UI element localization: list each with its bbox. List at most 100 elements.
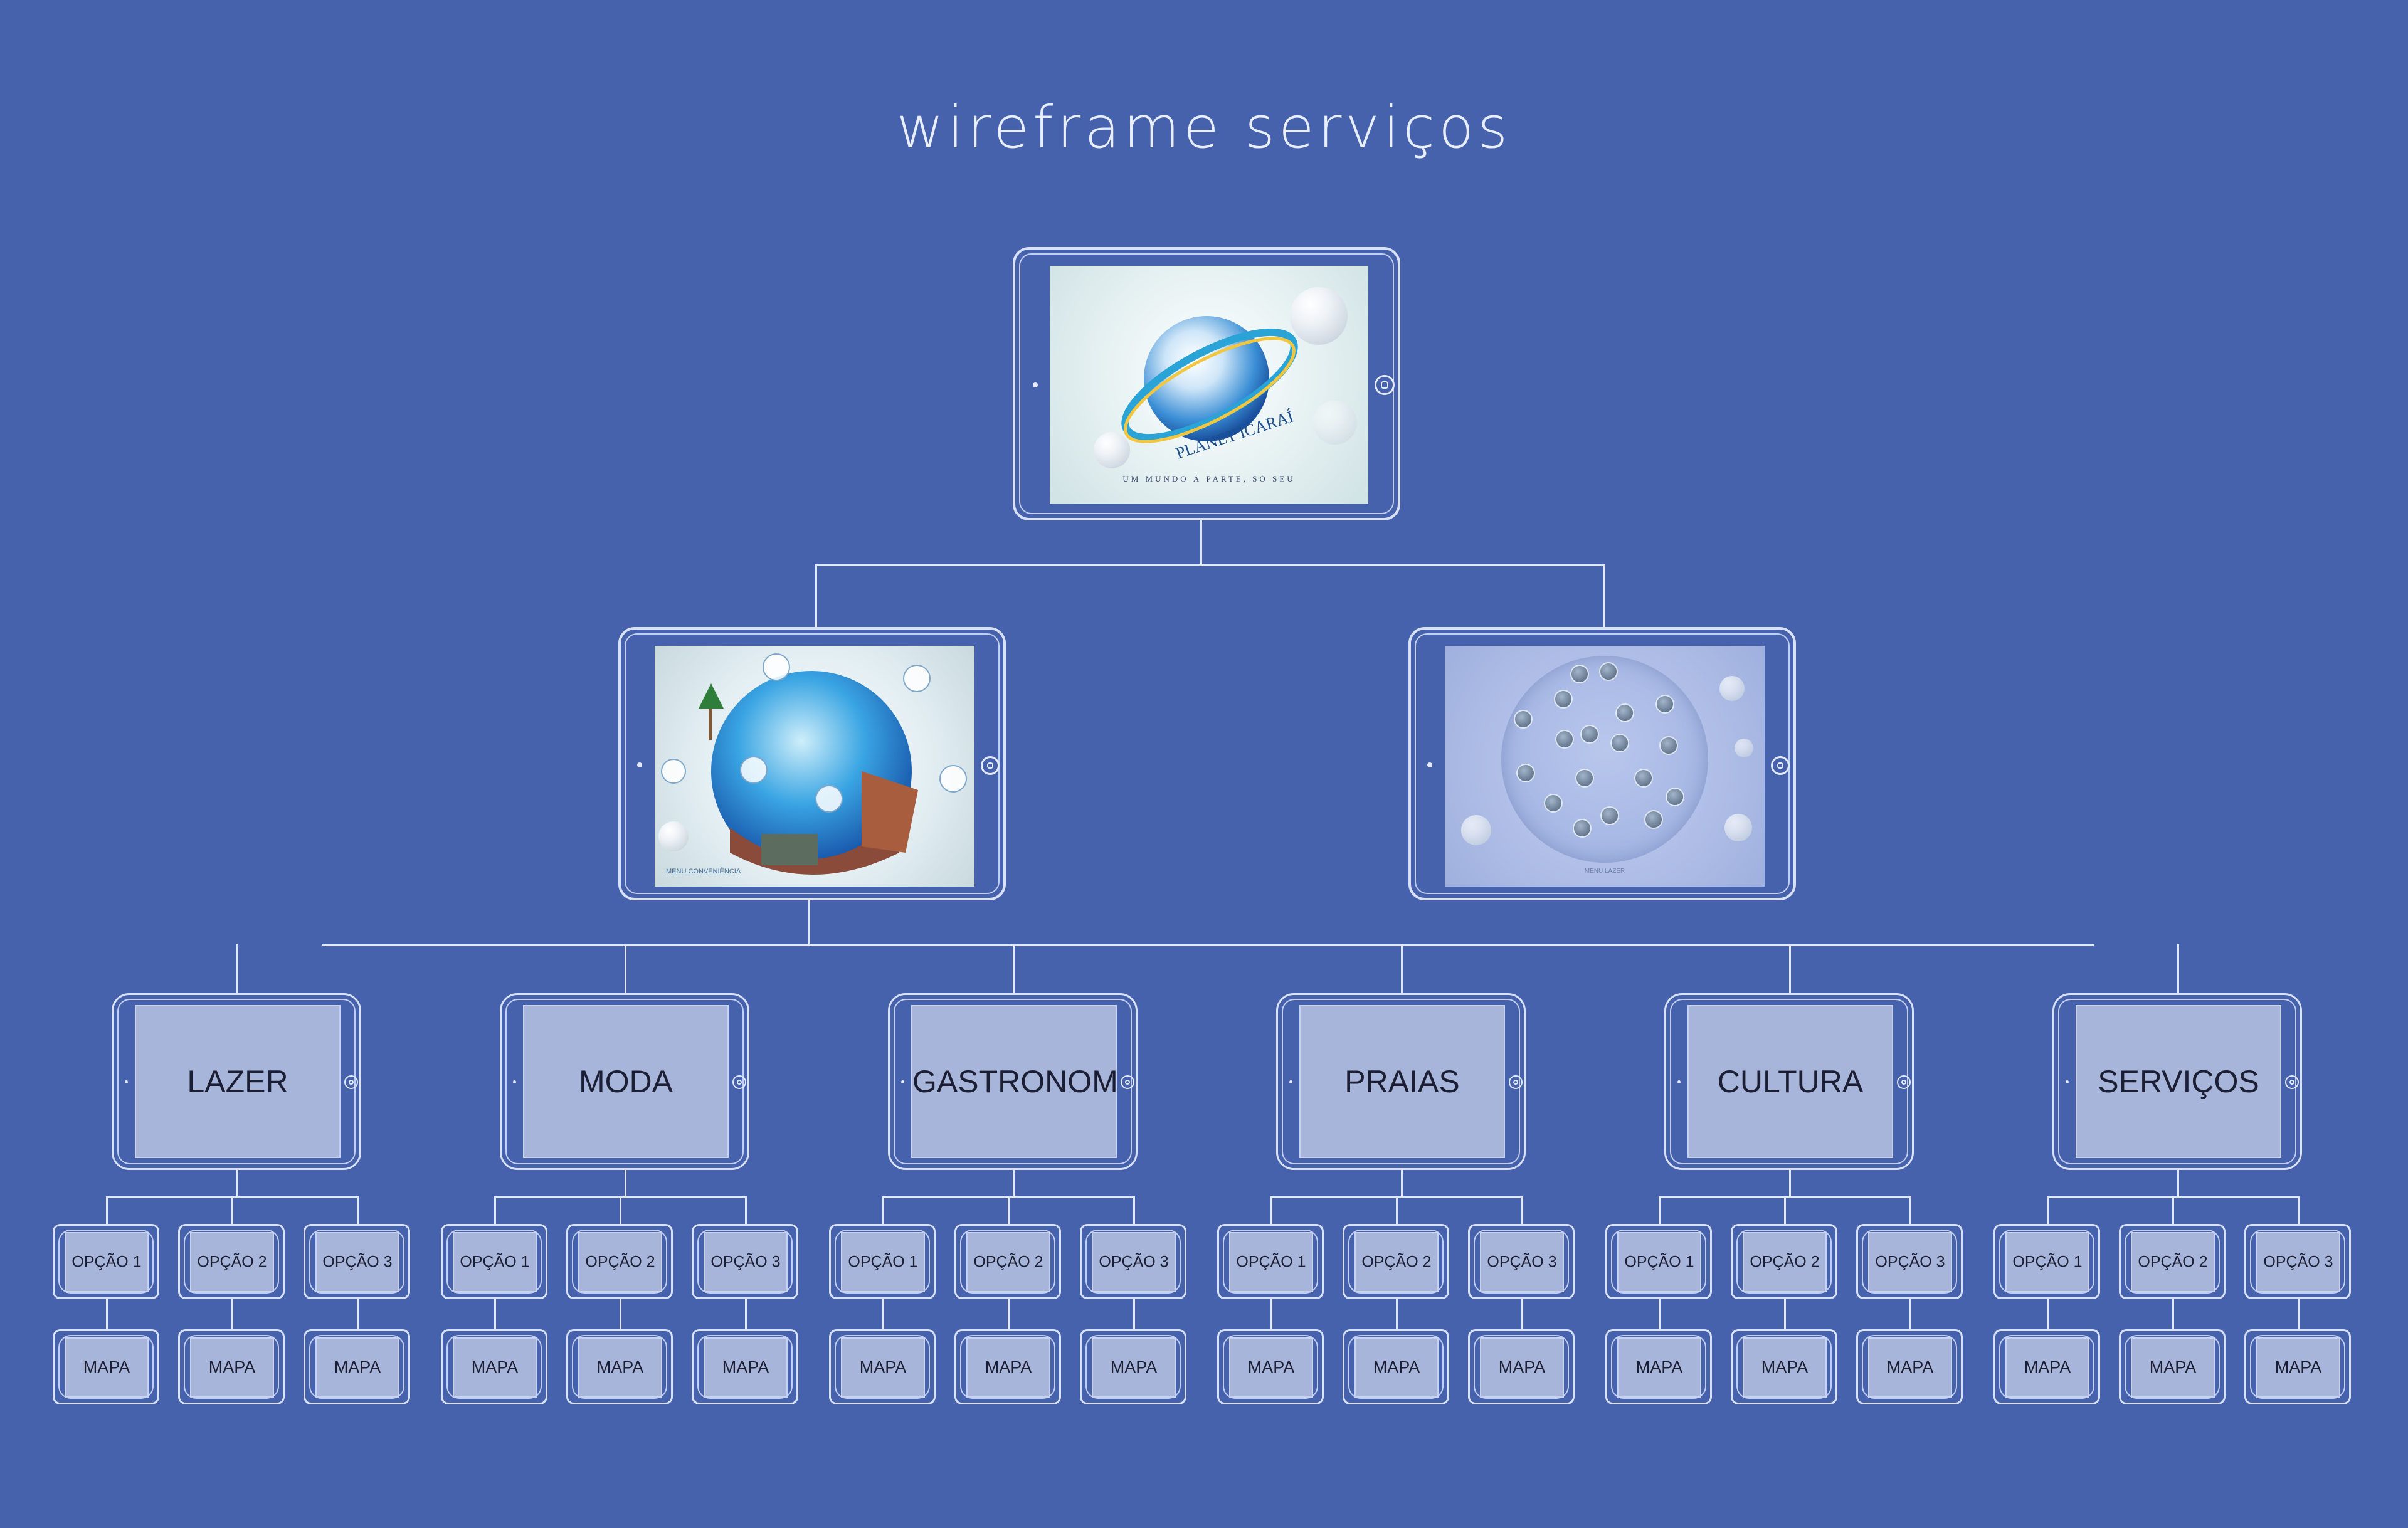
menu-conveniencia-tablet[interactable]: MENU CONVENIÊNCIA xyxy=(618,627,1006,900)
map-tablet[interactable]: MAPA xyxy=(1856,1329,1963,1404)
location-pin-icon[interactable] xyxy=(1659,736,1678,755)
connector-line xyxy=(236,1170,238,1198)
category-tablet-cultura[interactable]: CULTURA xyxy=(1664,993,1914,1170)
menu-lazer-tablet[interactable]: MENU LAZER xyxy=(1408,627,1796,900)
location-pin-icon[interactable] xyxy=(1600,806,1619,825)
location-pin-icon[interactable] xyxy=(1544,794,1563,813)
location-pin-icon[interactable] xyxy=(1599,662,1618,681)
home-button-icon[interactable] xyxy=(344,1075,358,1089)
menu-bubble-icon[interactable] xyxy=(740,756,768,784)
map-tablet[interactable]: MAPA xyxy=(1343,1329,1449,1404)
option-label: OPÇÃO 2 xyxy=(973,1253,1043,1271)
option-tablet[interactable]: OPÇÃO 1 xyxy=(1605,1224,1712,1299)
option-tablet[interactable]: OPÇÃO 3 xyxy=(2244,1224,2351,1299)
map-tablet[interactable]: MAPA xyxy=(53,1329,159,1404)
location-pin-icon[interactable] xyxy=(1580,725,1599,744)
category-screen: CULTURA xyxy=(1687,1005,1893,1158)
location-pin-icon[interactable] xyxy=(1666,788,1684,806)
home-button-icon[interactable] xyxy=(1897,1075,1911,1089)
location-pin-icon[interactable] xyxy=(1610,734,1629,752)
home-button-icon[interactable] xyxy=(732,1075,746,1089)
menu-bubble-icon[interactable] xyxy=(763,653,790,681)
map-tablet[interactable]: MAPA xyxy=(1605,1329,1712,1404)
option-tablet[interactable]: OPÇÃO 2 xyxy=(954,1224,1061,1299)
location-pin-icon[interactable] xyxy=(1514,710,1533,729)
connector-line xyxy=(1396,1196,1398,1225)
category-tablet-moda[interactable]: MODA xyxy=(500,993,749,1170)
option-tablet[interactable]: OPÇÃO 1 xyxy=(1217,1224,1324,1299)
option-tablet[interactable]: OPÇÃO 2 xyxy=(2119,1224,2226,1299)
map-label: MAPA xyxy=(1886,1357,1934,1377)
location-pin-icon[interactable] xyxy=(1570,665,1589,683)
option-tablet[interactable]: OPÇÃO 3 xyxy=(1080,1224,1186,1299)
home-button-icon[interactable] xyxy=(1375,375,1395,395)
option-screen: OPÇÃO 3 xyxy=(704,1232,788,1292)
option-tablet[interactable]: OPÇÃO 3 xyxy=(692,1224,798,1299)
location-pin-icon[interactable] xyxy=(1615,703,1634,722)
menu-bubble-icon[interactable] xyxy=(815,785,843,813)
option-label: OPÇÃO 1 xyxy=(1624,1253,1694,1271)
map-screen: MAPA xyxy=(453,1337,537,1398)
map-tablet[interactable]: MAPA xyxy=(2244,1329,2351,1404)
location-pin-icon[interactable] xyxy=(1644,810,1663,829)
location-pin-icon[interactable] xyxy=(1555,730,1574,749)
option-screen: OPÇÃO 3 xyxy=(2256,1232,2340,1292)
map-tablet[interactable]: MAPA xyxy=(1468,1329,1575,1404)
map-tablet[interactable]: MAPA xyxy=(2119,1329,2226,1404)
option-tablet[interactable]: OPÇÃO 3 xyxy=(304,1224,410,1299)
menu-bubble-icon[interactable] xyxy=(939,765,967,793)
connector-line xyxy=(494,1196,496,1225)
map-tablet[interactable]: MAPA xyxy=(441,1329,547,1404)
camera-icon xyxy=(2066,1080,2069,1083)
category-label: LAZER xyxy=(187,1064,288,1099)
map-tablet[interactable]: MAPA xyxy=(1217,1329,1324,1404)
option-tablet[interactable]: OPÇÃO 3 xyxy=(1856,1224,1963,1299)
category-tablet-praias[interactable]: PRAIAS xyxy=(1276,993,1526,1170)
option-tablet[interactable]: OPÇÃO 1 xyxy=(1993,1224,2100,1299)
bubble-decoration xyxy=(1094,432,1130,468)
root-tablet[interactable]: PLANET ICARAÍ UM MUNDO À PARTE, SÓ SEU xyxy=(1013,247,1400,520)
option-tablet[interactable]: OPÇÃO 1 xyxy=(53,1224,159,1299)
map-tablet[interactable]: MAPA xyxy=(954,1329,1061,1404)
category-tablet-serviços[interactable]: SERVIÇOS xyxy=(2052,993,2302,1170)
category-tablet-gastronomia[interactable]: GASTRONOMIA xyxy=(888,993,1138,1170)
map-tablet[interactable]: MAPA xyxy=(304,1329,410,1404)
map-label: MAPA xyxy=(83,1357,130,1377)
map-tablet[interactable]: MAPA xyxy=(1993,1329,2100,1404)
camera-icon xyxy=(901,1080,904,1083)
connector-line xyxy=(2172,1299,2174,1330)
option-tablet[interactable]: OPÇÃO 2 xyxy=(1343,1224,1449,1299)
home-button-icon[interactable] xyxy=(2285,1075,2299,1089)
option-tablet[interactable]: OPÇÃO 2 xyxy=(566,1224,673,1299)
option-screen: OPÇÃO 3 xyxy=(1092,1232,1176,1292)
connector-line xyxy=(236,944,238,993)
connector-line xyxy=(231,1299,233,1330)
location-pin-icon[interactable] xyxy=(1656,695,1674,714)
map-tablet[interactable]: MAPA xyxy=(1080,1329,1186,1404)
option-tablet[interactable]: OPÇÃO 1 xyxy=(441,1224,547,1299)
location-pin-icon[interactable] xyxy=(1634,769,1653,788)
option-tablet[interactable]: OPÇÃO 2 xyxy=(1731,1224,1837,1299)
connector-line xyxy=(1401,944,1403,993)
option-tablet[interactable]: OPÇÃO 3 xyxy=(1468,1224,1575,1299)
map-tablet[interactable]: MAPA xyxy=(829,1329,936,1404)
location-pin-icon[interactable] xyxy=(1573,819,1592,838)
map-tablet[interactable]: MAPA xyxy=(1731,1329,1837,1404)
map-tablet[interactable]: MAPA xyxy=(178,1329,285,1404)
home-button-icon[interactable] xyxy=(1121,1075,1134,1089)
location-pin-icon[interactable] xyxy=(1516,764,1535,782)
category-tablet-lazer[interactable]: LAZER xyxy=(112,993,361,1170)
map-screen: MAPA xyxy=(2131,1337,2215,1398)
map-tablet[interactable]: MAPA xyxy=(566,1329,673,1404)
location-pin-icon[interactable] xyxy=(1554,690,1573,709)
location-pin-icon[interactable] xyxy=(1575,769,1594,788)
connector-line xyxy=(620,1196,621,1225)
option-tablet[interactable]: OPÇÃO 2 xyxy=(178,1224,285,1299)
menu-bubble-icon[interactable] xyxy=(903,665,931,692)
home-button-icon[interactable] xyxy=(1771,756,1790,775)
home-button-icon[interactable] xyxy=(981,756,1000,775)
menu-bubble-icon[interactable] xyxy=(661,759,686,784)
option-tablet[interactable]: OPÇÃO 1 xyxy=(829,1224,936,1299)
home-button-icon[interactable] xyxy=(1509,1075,1523,1089)
map-tablet[interactable]: MAPA xyxy=(692,1329,798,1404)
